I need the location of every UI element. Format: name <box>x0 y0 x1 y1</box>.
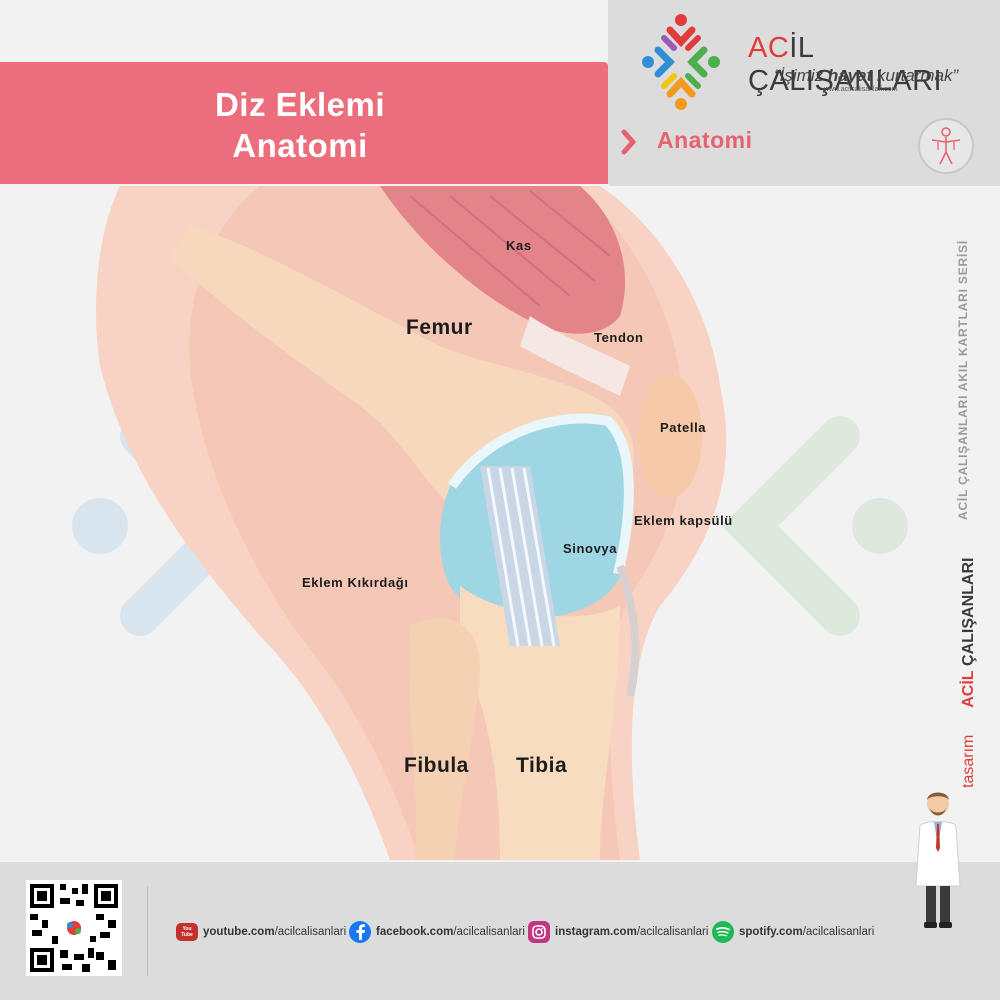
label-kas: Kas <box>506 238 532 253</box>
series-vertical-text: ACİL ÇALIŞANLARI AKIL KARTLARI SERİSİ <box>956 239 970 520</box>
knee-illustration: Kas Femur Tendon Patella Eklem kapsülü S… <box>60 186 920 860</box>
doctor-illustration-icon <box>915 792 961 928</box>
chevron-right-icon <box>621 129 636 155</box>
footer-divider <box>147 886 148 976</box>
anatomy-body-icon <box>918 118 974 174</box>
brand-url: www.acilcalisanlari.com <box>824 86 898 93</box>
spotify-icon <box>712 921 734 943</box>
label-sinovya: Sinovya <box>563 541 618 556</box>
facebook-icon <box>349 921 371 943</box>
label-tibia: Tibia <box>516 754 568 777</box>
youtube-icon: You Tube <box>176 923 198 941</box>
label-tendon: Tendon <box>594 330 644 345</box>
qr-code-icon[interactable] <box>26 880 122 976</box>
label-eklem-kikirdagi: Eklem Kıkırdağı <box>302 575 409 590</box>
title-banner <box>0 62 608 184</box>
brand-slogan: “İşimiz hayat kurtarmak” <box>774 66 959 85</box>
label-femur: Femur <box>406 316 473 339</box>
label-fibula: Fibula <box>404 754 469 777</box>
brand-name: ACİL ÇALIŞANLARI <box>748 32 943 97</box>
knee-anatomy-figure <box>72 186 908 860</box>
category-label: Anatomi <box>657 127 753 153</box>
instagram-link[interactable]: instagram.com/acilcalisanlari <box>528 920 708 944</box>
page-title: Diz Eklemi Anatomi <box>150 84 450 166</box>
design-credit: tasarım ACİL ÇALIŞANLARI <box>960 557 977 788</box>
title-line-1: Diz Eklemi <box>214 86 386 123</box>
spotify-link[interactable]: spotify.com/acilcalisanlari <box>712 920 874 944</box>
title-line-2: Anatomi <box>232 127 368 164</box>
label-patella: Patella <box>660 420 707 435</box>
youtube-link[interactable]: You Tube youtube.com/acilcalisanlari <box>176 920 346 944</box>
brand-logo-icon <box>642 14 720 110</box>
instagram-icon <box>528 921 550 943</box>
facebook-link[interactable]: facebook.com/acilcalisanlari <box>349 920 525 944</box>
footer <box>0 862 1000 1000</box>
label-eklem-kapsulu: Eklem kapsülü <box>634 513 733 528</box>
